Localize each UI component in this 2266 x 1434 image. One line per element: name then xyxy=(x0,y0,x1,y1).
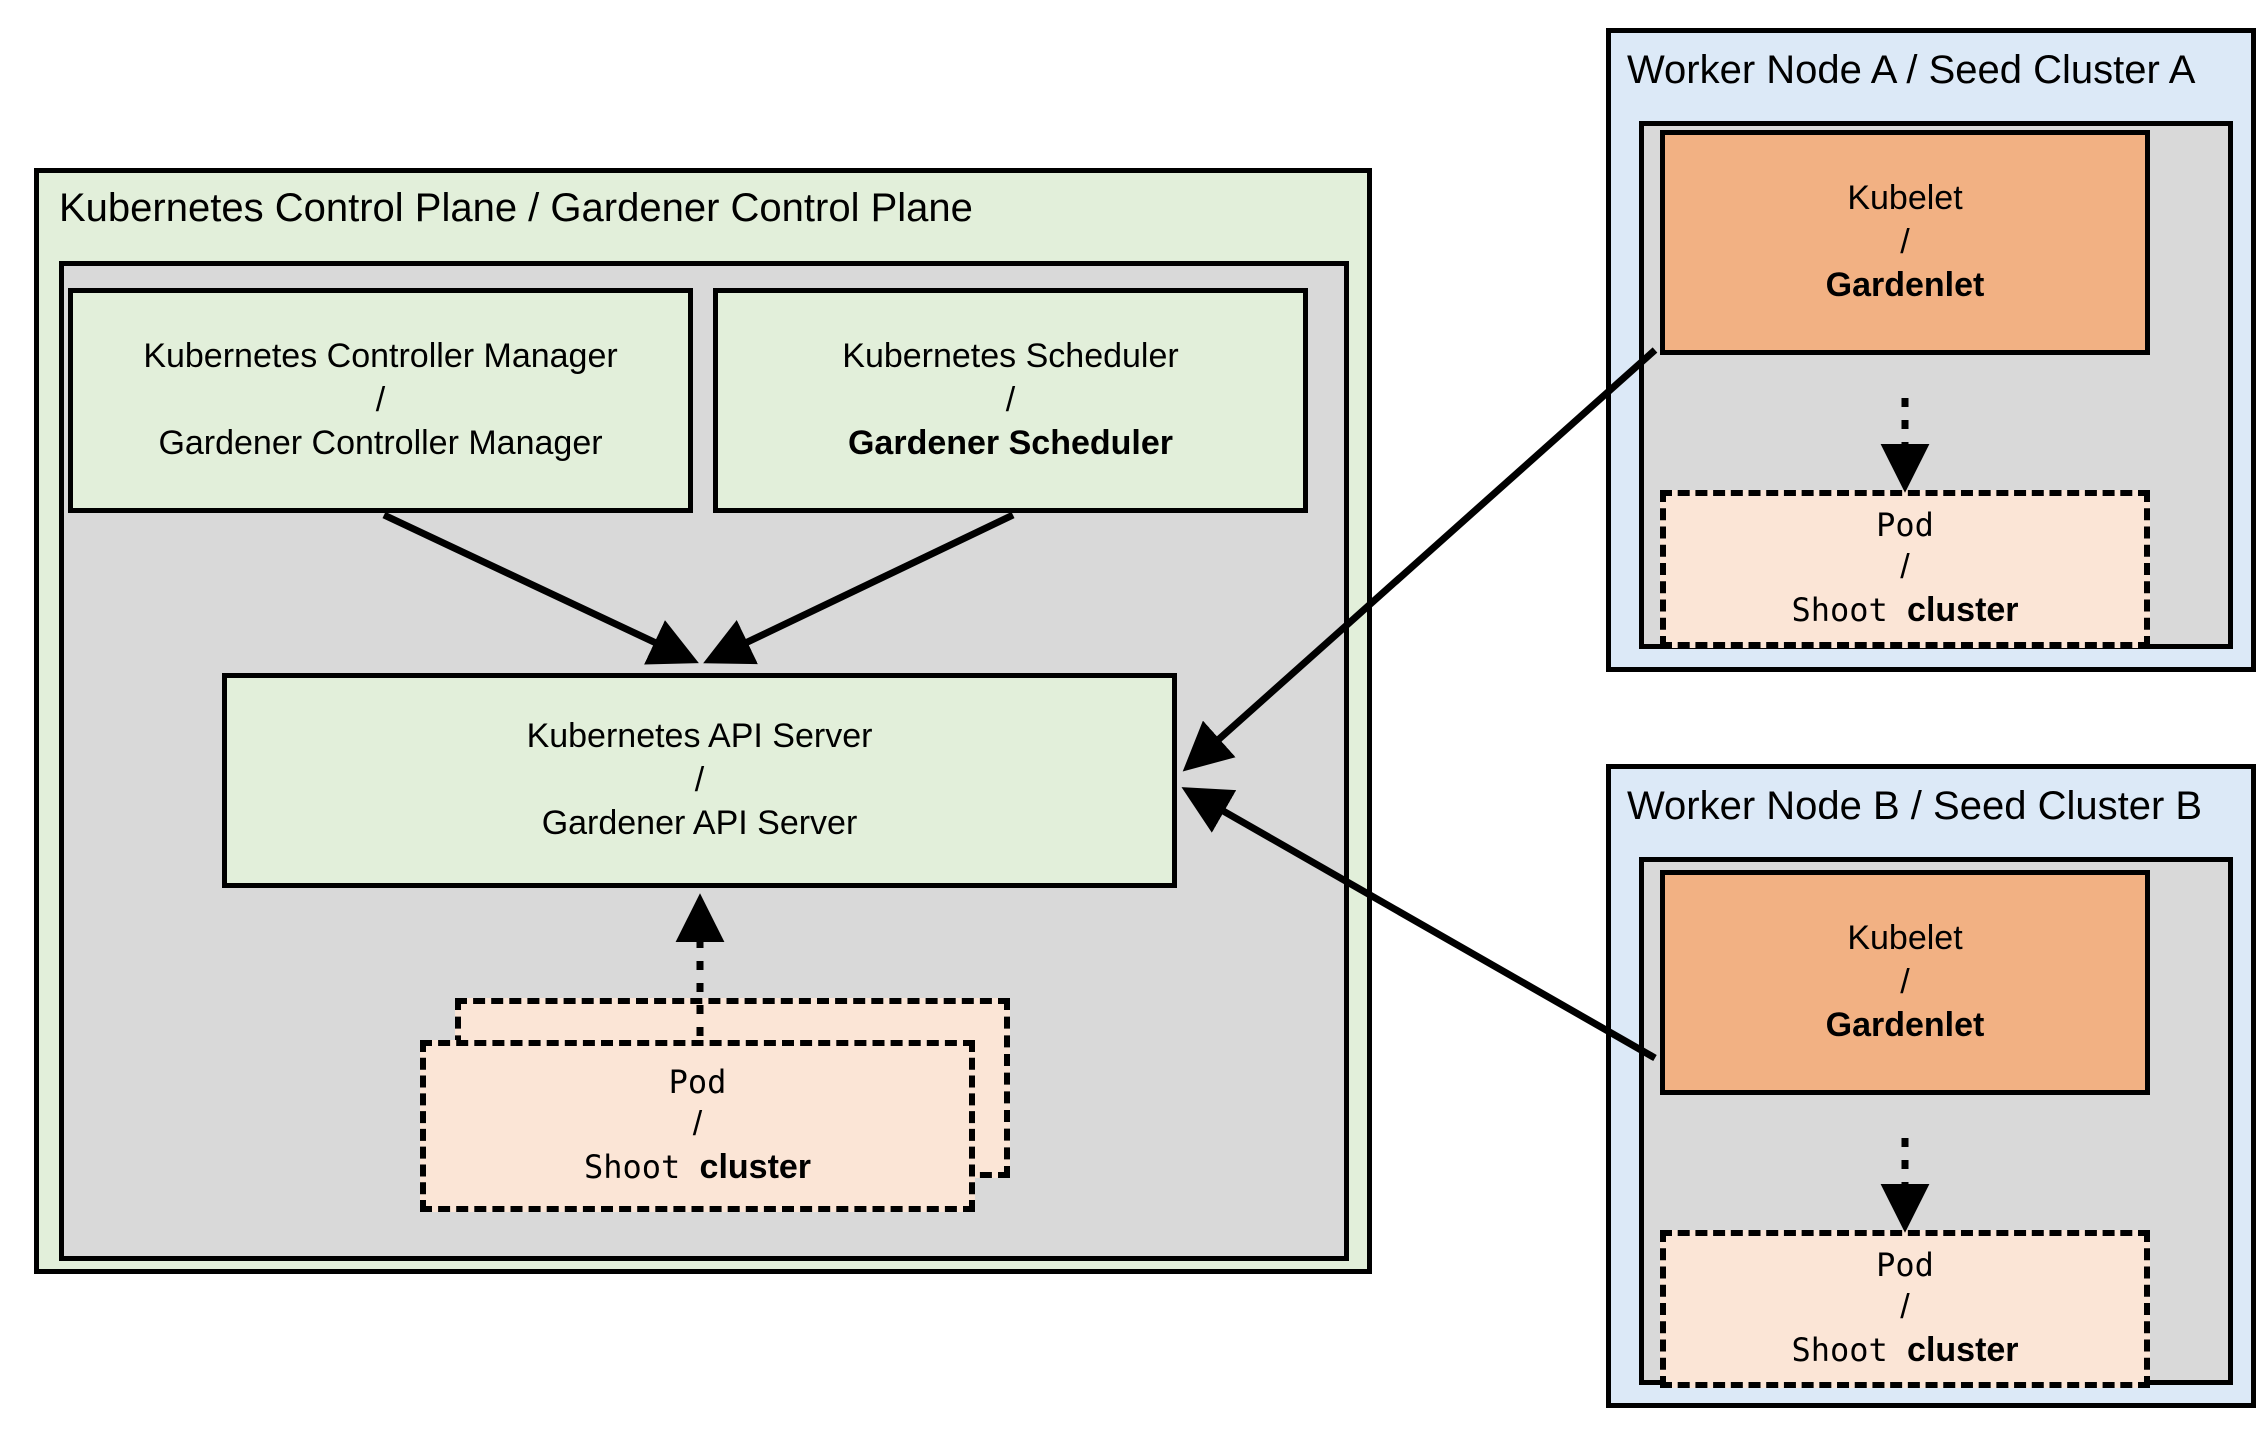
control-plane-pod-line1: Pod xyxy=(668,1063,727,1101)
worker-b-pod-cluster-text: cluster xyxy=(1907,1331,2019,1370)
control-plane-pod-line2: Shoot cluster xyxy=(584,1146,811,1190)
worker-b-pod-line1: Pod xyxy=(1876,1246,1934,1284)
worker-b-pod-box[interactable]: Pod / Shoot cluster xyxy=(1660,1230,2150,1388)
worker-a-pod-cluster-text: cluster xyxy=(1907,591,2019,630)
worker-a-kubelet-box[interactable]: Kubelet / Gardenlet xyxy=(1660,130,2150,355)
worker-a-kubelet-line2: Gardenlet xyxy=(1825,266,1985,305)
control-plane-pod-separator: / xyxy=(692,1104,703,1143)
control-plane-pod-cluster-text: cluster xyxy=(699,1148,812,1187)
worker-node-a-title: Worker Node A / Seed Cluster A xyxy=(1627,48,2196,92)
controller-manager-separator: / xyxy=(375,380,386,419)
scheduler-line2: Gardener Scheduler xyxy=(847,424,1173,463)
worker-a-pod-line2: Shoot cluster xyxy=(1791,589,2018,633)
worker-b-kubelet-box[interactable]: Kubelet / Gardenlet xyxy=(1660,870,2150,1095)
control-plane-title: Kubernetes Control Plane / Gardener Cont… xyxy=(59,186,973,230)
api-server-line1: Kubernetes API Server xyxy=(526,717,873,756)
worker-node-b-title: Worker Node B / Seed Cluster B xyxy=(1627,784,2203,828)
worker-a-kubelet-line1: Kubelet xyxy=(1847,179,1963,218)
kubernetes-api-server-box[interactable]: Kubernetes API Server / Gardener API Ser… xyxy=(222,673,1177,888)
worker-a-pod-separator: / xyxy=(1900,547,1910,586)
controller-manager-line1: Kubernetes Controller Manager xyxy=(143,337,618,376)
kubernetes-controller-manager-box[interactable]: Kubernetes Controller Manager / Gardener… xyxy=(68,288,693,513)
control-plane-pod-box[interactable]: Pod / Shoot cluster xyxy=(420,1040,975,1212)
worker-b-pod-line2: Shoot cluster xyxy=(1791,1329,2018,1373)
worker-a-pod-box[interactable]: Pod / Shoot cluster xyxy=(1660,490,2150,648)
controller-manager-line2: Gardener Controller Manager xyxy=(158,424,603,463)
scheduler-line1: Kubernetes Scheduler xyxy=(842,337,1179,376)
worker-b-pod-separator: / xyxy=(1900,1287,1910,1326)
api-server-separator: / xyxy=(694,760,705,799)
worker-a-pod-shoot-text: Shoot xyxy=(1791,591,1888,630)
worker-b-kubelet-line2: Gardenlet xyxy=(1825,1006,1985,1045)
worker-a-kubelet-separator: / xyxy=(1900,222,1910,261)
api-server-line2: Gardener API Server xyxy=(541,804,858,843)
kubernetes-scheduler-box[interactable]: Kubernetes Scheduler / Gardener Schedule… xyxy=(713,288,1308,513)
worker-b-kubelet-separator: / xyxy=(1900,962,1910,1001)
control-plane-pod-shoot-text: Shoot xyxy=(583,1148,681,1187)
worker-b-pod-shoot-text: Shoot xyxy=(1791,1331,1888,1370)
scheduler-separator: / xyxy=(1005,380,1016,419)
worker-a-pod-line1: Pod xyxy=(1876,506,1934,544)
worker-b-kubelet-line1: Kubelet xyxy=(1847,919,1963,958)
